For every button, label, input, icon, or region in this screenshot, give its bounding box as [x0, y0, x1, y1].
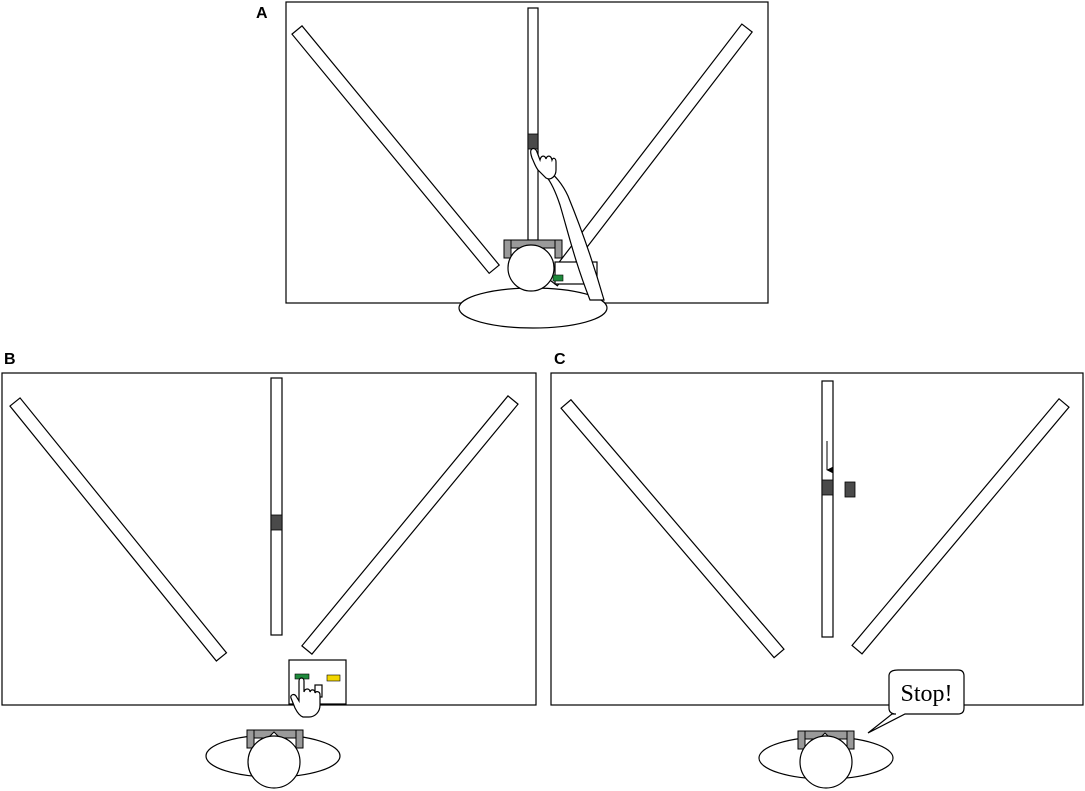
left-diagonal-bar: [9, 397, 228, 662]
panel-c-label: C: [554, 351, 566, 368]
hand-pointer-icon: [529, 147, 557, 180]
left-diagonal-bar: [560, 398, 785, 659]
right-diagonal-bar: [301, 395, 519, 655]
yellow-button: [326, 674, 341, 682]
participant-body: [458, 287, 608, 329]
green-button: [552, 274, 564, 282]
panel-b-label: B: [4, 351, 16, 368]
center-vertical-bar: [527, 7, 539, 241]
participant-head: [507, 244, 555, 292]
panel-a: A: [256, 1, 769, 329]
target-block: [821, 479, 834, 496]
right-diagonal-bar: [851, 397, 1070, 655]
center-vertical-bar: [270, 377, 283, 636]
right-diagonal-bar: [546, 23, 753, 287]
head-mounted-display: [246, 729, 304, 749]
panel-a-label: A: [256, 5, 268, 22]
center-vertical-bar: [821, 380, 834, 638]
speech-text: Stop!: [900, 681, 952, 707]
panel-b: B: [1, 351, 537, 789]
participant-head: [247, 735, 301, 789]
target-block: [270, 514, 283, 531]
panel-c: C Stop!: [550, 351, 1084, 789]
target-block: [527, 133, 539, 150]
left-diagonal-bar: [291, 25, 501, 275]
hand-pointer-icon: [290, 677, 321, 718]
panel-b-frame: [1, 372, 537, 706]
speech-bubble: Stop!: [867, 669, 965, 734]
participant-head: [799, 735, 853, 789]
panel-c-frame: [550, 372, 1084, 706]
reference-block: [844, 481, 856, 498]
